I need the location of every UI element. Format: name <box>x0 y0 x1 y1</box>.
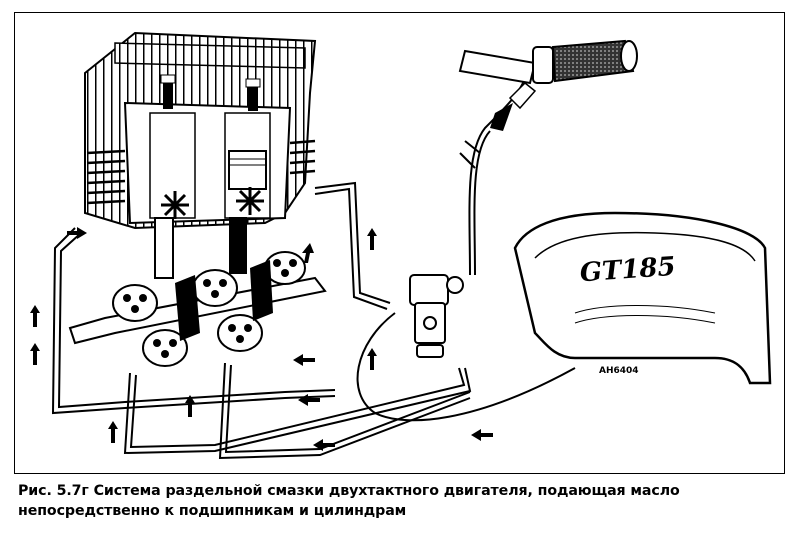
oil-pipes <box>51 181 576 460</box>
handlebar <box>458 39 638 131</box>
tank-badge: GT185 <box>579 252 677 289</box>
flow-arrows <box>30 227 493 451</box>
crankshaft <box>68 217 327 367</box>
caption-line-2: непосредственно к подшипникам и цилиндра… <box>18 503 407 519</box>
oil-pump <box>409 274 464 358</box>
engine-cylinder-block <box>84 31 317 230</box>
caption-line-1: Рис. 5.7г Система раздельной смазки двух… <box>18 483 680 499</box>
figure-caption: Рис. 5.7г Система раздельной смазки двух… <box>18 481 788 521</box>
diagram-frame: GT185 AH6404 <box>14 12 785 474</box>
part-number: AH6404 <box>599 366 639 376</box>
lubrication-diagram: GT185 AH6404 <box>30 31 772 460</box>
oil-tank <box>513 211 772 385</box>
